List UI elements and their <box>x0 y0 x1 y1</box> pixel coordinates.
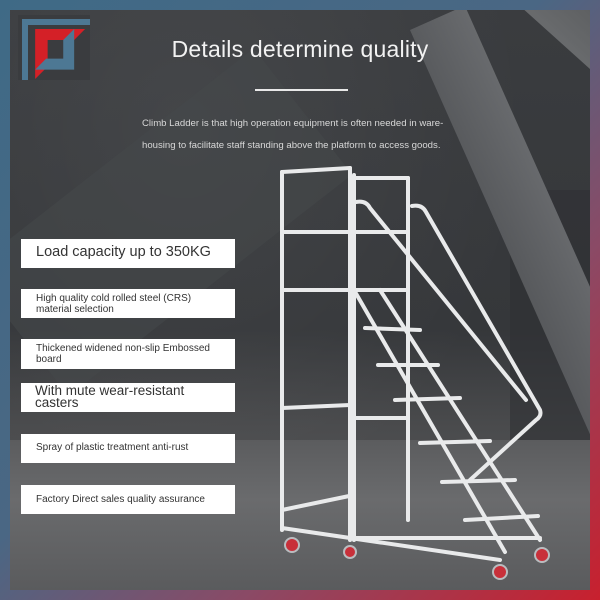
feature-label: Load capacity up to 350KG <box>36 244 211 260</box>
brand-logo-icon <box>18 15 90 80</box>
feature-load-capacity: Load capacity up to 350KG <box>21 239 235 268</box>
feature-label-line-2: material selection <box>36 304 114 315</box>
intro-line-1: Climb Ladder is that high operation equi… <box>142 118 444 129</box>
feature-factory-direct: Factory Direct sales quality assurance <box>21 485 235 514</box>
feature-non-slip-board: Thickened widened non-slip Embossed boar… <box>21 339 235 369</box>
platform-ladder-image <box>280 166 550 580</box>
feature-label-line-2: casters <box>35 395 79 410</box>
intro-text: Climb Ladder is that high operation equi… <box>142 113 462 157</box>
feature-label-line-1: With mute wear-resistant <box>35 383 185 398</box>
feature-label-line-2: board <box>36 354 62 365</box>
title-underline <box>255 89 348 91</box>
feature-anti-rust: Spray of plastic treatment anti-rust <box>21 434 235 463</box>
feature-label: Spray of plastic treatment anti-rust <box>36 442 189 453</box>
feature-casters: With mute wear-resistant casters <box>21 383 235 412</box>
feature-label: Factory Direct sales quality assurance <box>36 494 205 505</box>
feature-label-line-1: High quality cold rolled steel (CRS) <box>36 293 192 304</box>
feature-steel-material: High quality cold rolled steel (CRS) mat… <box>21 289 235 318</box>
feature-label-line-1: Thickened widened non-slip Embossed <box>36 343 210 354</box>
intro-line-2: housing to facilitate staff standing abo… <box>142 140 441 151</box>
page-title: Details determine quality <box>171 36 429 62</box>
